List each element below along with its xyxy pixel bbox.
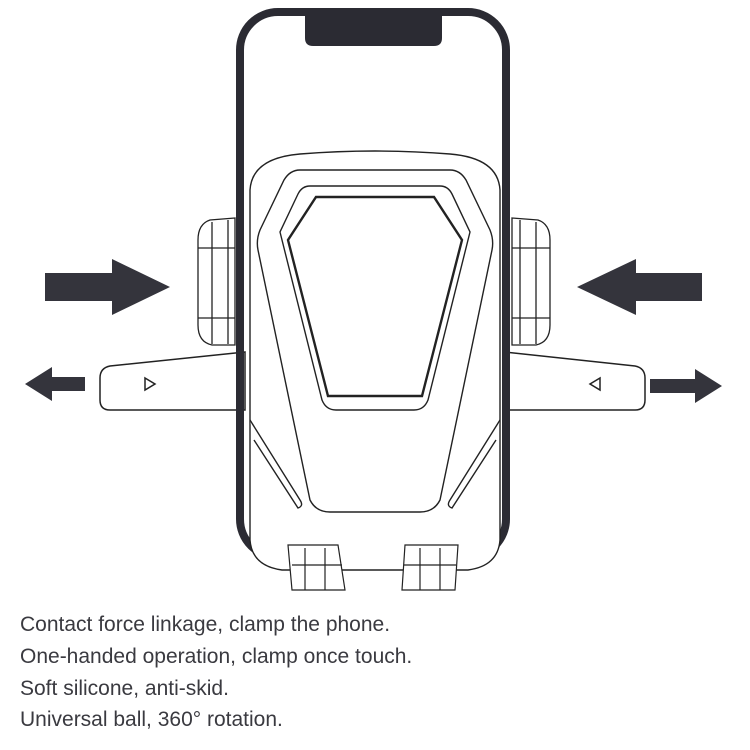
left-arm — [99, 351, 246, 411]
feature-line: Soft silicone, anti-skid. — [20, 677, 229, 700]
arrow-left-push-icon — [577, 259, 702, 315]
feature-line: One-handed operation, clamp once touch. — [20, 645, 413, 668]
phone-notch — [305, 10, 442, 46]
right-arm — [504, 351, 646, 411]
right-grip — [511, 217, 551, 346]
phone-holder-illustration — [25, 8, 722, 591]
holder-body — [249, 150, 501, 571]
feature-line: Contact force linkage, clamp the phone. — [20, 613, 391, 636]
arrow-left-pull-icon — [25, 367, 85, 401]
left-grip — [197, 217, 236, 346]
bottom-clips — [287, 544, 459, 591]
arrow-right-push-icon — [45, 259, 170, 315]
feature-line: Universal ball, 360° rotation. — [20, 708, 283, 731]
arrow-right-pull-icon — [650, 369, 722, 403]
